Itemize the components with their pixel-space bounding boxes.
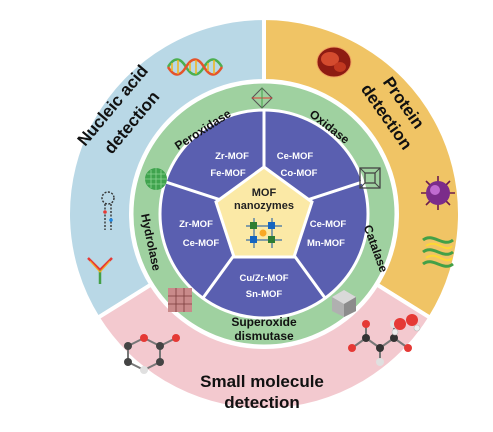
protein-structure-icon: [316, 46, 352, 78]
glucose-molecule-icon: [348, 320, 412, 366]
y-shaped-dna-icon: [87, 257, 113, 284]
dna-helix-icon: [166, 58, 224, 76]
oxidase-mof-2: Co-MOF: [281, 168, 318, 179]
small-molecule-title: Small molecule detection: [200, 372, 324, 412]
sod-mof-1: Cu/Zr-MOF: [239, 273, 288, 284]
sod-mof-2: Sn-MOF: [246, 289, 283, 300]
center-label-line2: nanozymes: [234, 200, 294, 212]
sod-label-line1: Superoxide: [231, 315, 297, 329]
center-pentagon: [214, 165, 314, 259]
aptamer-hairpin-icon: [101, 191, 115, 230]
small-molecule-line1: Small molecule: [200, 372, 324, 391]
cage-structure-icon: [359, 167, 381, 189]
molecule-model-icon: [124, 334, 180, 374]
hydrogen-peroxide-icon: [391, 314, 421, 336]
peroxidase-mof-1: Zr-MOF: [215, 151, 249, 162]
grey-cube-icon: [332, 290, 356, 317]
hydrolase-mof-2: Ce-MOF: [183, 238, 220, 249]
octahedron-crystal-icon: [251, 87, 273, 109]
peroxidase-mof-2: Fe-MOF: [210, 168, 246, 179]
hydrolase-mof-1: Zr-MOF: [179, 219, 213, 230]
sector-separator-5: [164, 180, 227, 204]
lattice-cube-icon: [168, 288, 192, 312]
sector-separator-2: [301, 180, 364, 204]
catalase-mof-1: Ce-MOF: [310, 219, 347, 230]
protein-ribbon-icon: [422, 236, 454, 268]
virus-icon: [421, 176, 455, 210]
oxidase-mof-1: Ce-MOF: [277, 151, 314, 162]
sod-label-line2: dismutase: [234, 329, 294, 343]
center-label-line1: MOF: [252, 187, 277, 199]
catalase-mof-2: Mn-MOF: [307, 238, 345, 249]
mof-framework-icon: [246, 218, 282, 248]
nanosphere-icon: [145, 168, 167, 190]
small-molecule-line2: detection: [224, 393, 300, 412]
